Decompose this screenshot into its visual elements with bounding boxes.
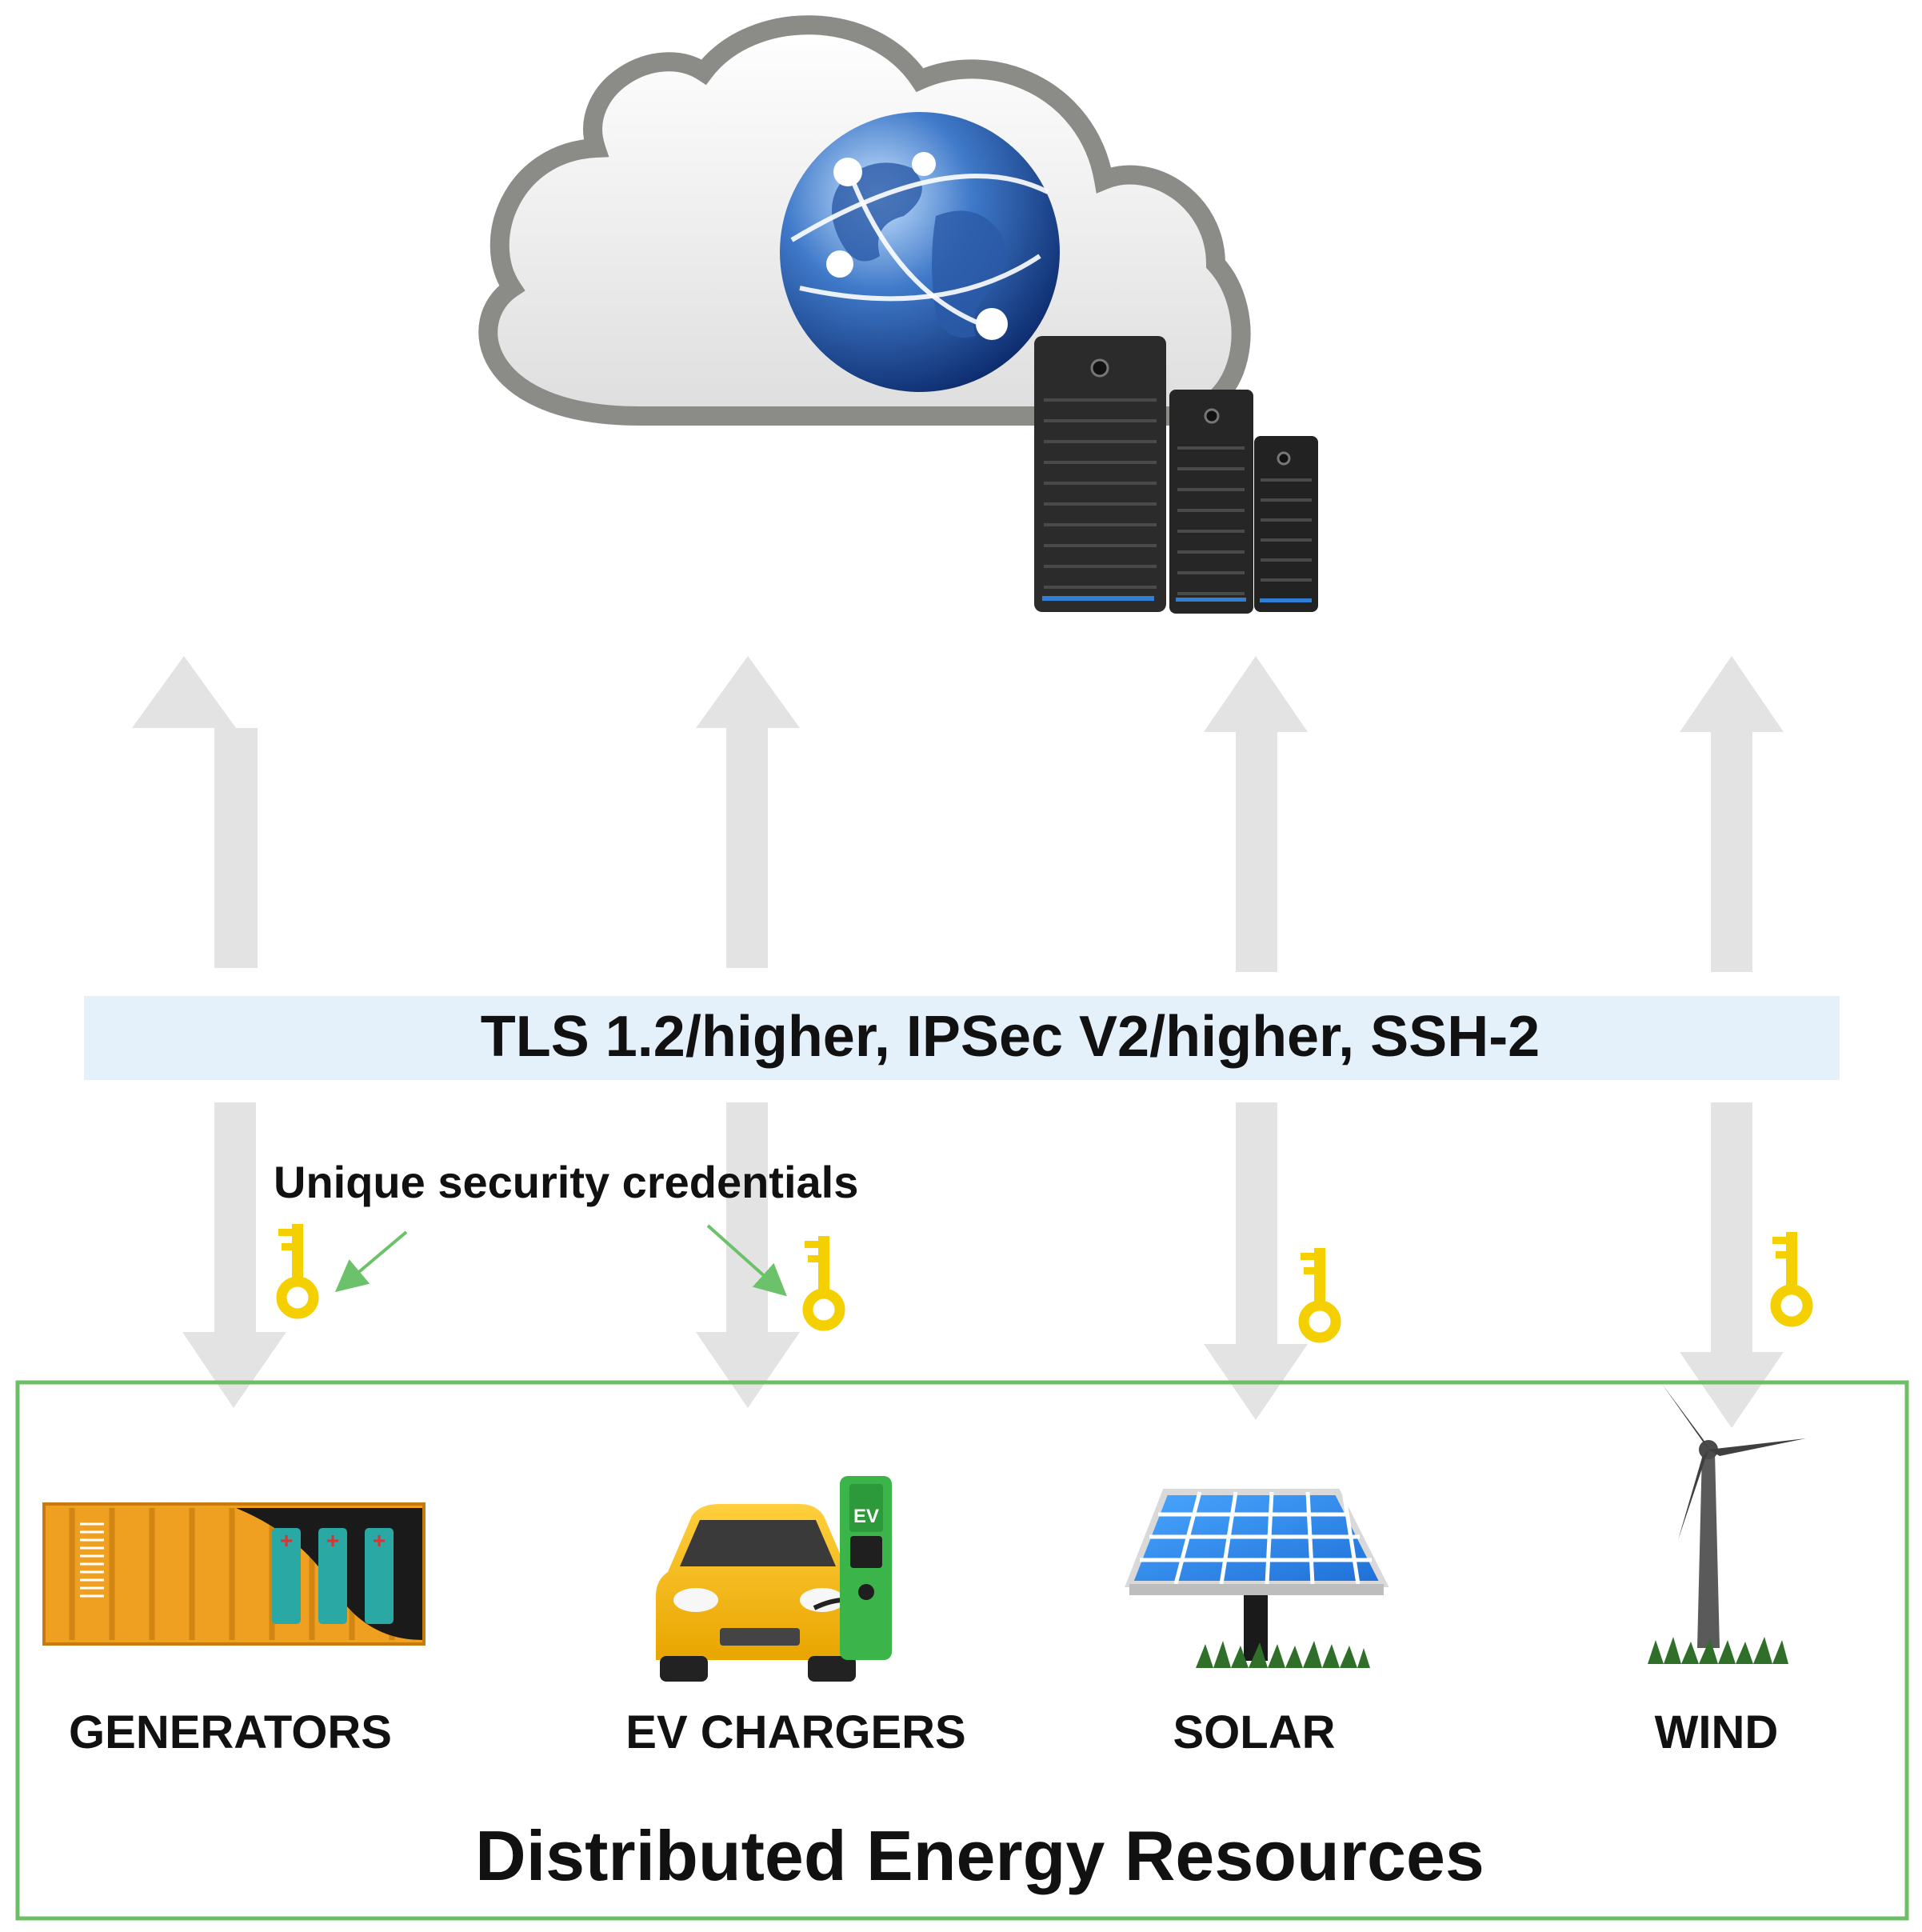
downlink-arrow-wind [1680,1102,1784,1428]
ev-charger-icon: EV [656,1476,892,1682]
der-title: Distributed Energy Resources [475,1816,1484,1895]
key-icon-solar [1301,1248,1336,1338]
globe-icon [780,112,1060,392]
generator-container-icon: + + + [42,1502,426,1646]
protocol-label: TLS 1.2/higher, IPSec V2/higher, SSH-2 [481,1005,1540,1069]
credential-pointer-left [334,1230,408,1293]
key-icon-ev [805,1236,840,1326]
resource-label-solar: SOLAR [1173,1706,1336,1758]
credential-pointer-right [706,1224,787,1297]
der-frame [15,1380,1909,1921]
resource-label-wind: WIND [1655,1706,1779,1758]
svg-text:+: + [373,1528,386,1553]
protocol-band [84,996,1840,1080]
resource-label-generators: GENERATORS [69,1706,392,1758]
uplink-arrow-generators [132,656,258,968]
key-icon-wind [1772,1232,1808,1322]
uplink-arrow-ev [696,656,800,968]
svg-text:+: + [280,1528,293,1553]
key-icon-generators [278,1224,314,1314]
svg-text:+: + [326,1528,339,1553]
solar-panel-icon [1125,1489,1389,1668]
server-rack-icon [1034,336,1318,614]
uplink-arrow-solar [1204,656,1308,972]
downlink-arrow-solar [1204,1102,1308,1420]
uplink-arrow-wind [1680,656,1784,972]
ev-sign-text: EV [853,1506,879,1527]
downlink-arrow-generators [182,1102,286,1408]
downlink-arrows [182,1102,1784,1428]
downlink-arrow-ev [696,1102,800,1408]
wind-turbine-icon [1648,1384,1806,1664]
resource-label-ev-chargers: EV CHARGERS [625,1706,965,1758]
uplink-arrows [132,656,1784,972]
credentials-label: Unique security credentials [274,1157,858,1207]
